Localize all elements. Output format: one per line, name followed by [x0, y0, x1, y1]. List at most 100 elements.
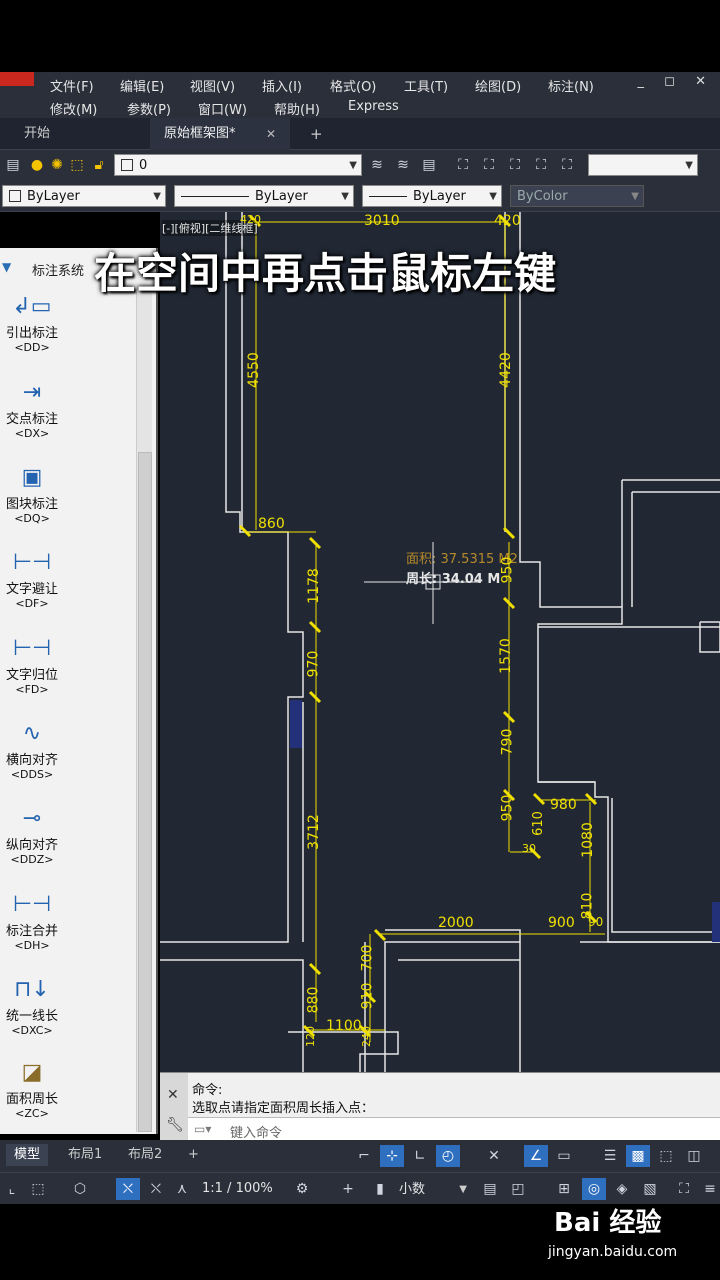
palette-item-uniform-line[interactable]: ⊓↓ 统一线长 <DXC> — [0, 973, 64, 1037]
collapse-icon[interactable]: ▼ — [2, 260, 12, 274]
prompt-icon[interactable]: ▭▾ — [194, 1122, 212, 1136]
menu-file[interactable]: 文件(F) — [50, 80, 94, 95]
ucs-icon[interactable]: ⌞ — [8, 1181, 16, 1197]
tab-model[interactable]: 模型 — [6, 1144, 49, 1166]
menu-dimension[interactable]: 标注(N) — [548, 80, 594, 95]
palette-item-cmd: <DX> — [14, 427, 50, 440]
layer-previous-icon[interactable]: ▤ — [422, 157, 436, 173]
palette-item-area-perimeter[interactable]: ◪ 面积周长 <ZC> — [0, 1056, 64, 1120]
units-dropdown[interactable]: 小数 ▼ — [392, 1178, 472, 1200]
view-dropdown[interactable]: ▼ — [588, 154, 698, 176]
app-logo-icon[interactable] — [0, 72, 34, 86]
auto-scale-icon[interactable]: ⛌ — [150, 1181, 162, 1197]
palette-item-cmd: <FD> — [15, 683, 49, 696]
menu-icon[interactable]: ≡ — [704, 1181, 716, 1197]
clean-screen-icon[interactable]: ◈ — [616, 1181, 628, 1197]
text-home-icon: ⊢⊣ — [12, 636, 52, 661]
lock-ui-icon[interactable]: ◰ — [511, 1181, 525, 1197]
tab-layout2[interactable]: 布局2 — [128, 1147, 163, 1162]
palette-item-text-avoid[interactable]: ⊢⊣ 文字避让 <DF> — [0, 546, 64, 610]
bulb-icon[interactable]: ● — [30, 157, 44, 173]
menu-view[interactable]: 视图(V) — [190, 80, 236, 95]
palette-item-cmd: <DD> — [14, 341, 50, 354]
drawing-canvas[interactable]: [-][俯视][二维线框] 面积: 37.5315 M2 周长: 34.04 M… — [160, 212, 720, 1072]
close-icon[interactable]: ✕ — [167, 1087, 179, 1103]
layer-dropdown[interactable]: 0 ▼ — [114, 154, 362, 176]
palette-scrollbar[interactable] — [136, 292, 152, 1132]
freeze-icon[interactable]: ⬚ — [70, 157, 84, 173]
units-icon[interactable]: ▮ — [376, 1181, 384, 1197]
color-dropdown[interactable]: ByLayer ▼ — [2, 185, 166, 207]
scale-readout[interactable]: 1:1 / 100% — [202, 1181, 273, 1196]
tab-layout1[interactable]: 布局1 — [68, 1147, 103, 1162]
zoom-previous-icon[interactable]: ⛶ — [510, 157, 520, 173]
add-tab-button[interactable]: + — [310, 125, 323, 143]
menu-express[interactable]: Express — [348, 99, 399, 114]
zoom-extents-icon[interactable]: ⛶ — [484, 157, 494, 173]
zoom-all-icon[interactable]: ⛶ — [536, 157, 546, 173]
add-layout-button[interactable]: + — [188, 1147, 199, 1162]
image-icon[interactable]: ▧ — [643, 1181, 657, 1197]
menu-insert[interactable]: 插入(I) — [262, 80, 302, 95]
menu-draw[interactable]: 绘图(D) — [475, 80, 522, 95]
window-controls[interactable]: _ ◻ ✕ — [637, 74, 714, 89]
polar-icon[interactable]: ◴ — [436, 1145, 460, 1167]
menu-format[interactable]: 格式(O) — [330, 80, 377, 95]
fullscreen-icon[interactable]: ⛶ — [679, 1181, 689, 1197]
document-tabs: 开始 原始框架图* ✕ + — [0, 118, 720, 150]
palette-item-block[interactable]: ▣ 图块标注 <DQ> — [0, 461, 64, 525]
ortho-icon[interactable]: ∟ — [414, 1148, 426, 1164]
wrench-icon[interactable]: 🔧︎ — [166, 1117, 184, 1133]
menu-window[interactable]: 窗口(W) — [198, 103, 247, 118]
otrack-icon[interactable]: ∠ — [524, 1145, 548, 1167]
workspace-icon[interactable]: ⬡ — [73, 1181, 87, 1197]
menu-tools[interactable]: 工具(T) — [404, 80, 449, 95]
annotation-visibility-icon[interactable]: ⬚ — [31, 1181, 45, 1197]
zoom-window-icon[interactable]: ⛶ — [458, 157, 468, 173]
make-current-icon[interactable]: ≋ — [371, 157, 383, 173]
tab-drawing[interactable]: 原始框架图* ✕ — [150, 118, 290, 150]
grid-snap-icon[interactable]: ⌐ — [358, 1148, 370, 1164]
palette-item-v-align[interactable]: ⊸ 纵向对齐 <DDZ> — [0, 802, 64, 866]
snap-icon[interactable]: ⊹ — [380, 1145, 404, 1167]
sun-icon[interactable]: ✺ — [51, 157, 63, 173]
command-input[interactable]: ▭▾ 键入命令 — [188, 1117, 720, 1141]
plus-icon[interactable]: + — [342, 1181, 354, 1197]
palette-item-merge[interactable]: ⊢⊣ 标注合并 <DH> — [0, 888, 64, 952]
quick-properties-icon[interactable]: ▤ — [483, 1181, 497, 1197]
palette-item-label: 面积周长 — [5, 1092, 58, 1107]
tab-start[interactable]: 开始 — [24, 126, 51, 141]
lock-icon[interactable]: 🔓︎ — [94, 157, 104, 173]
properties-toolbar: ByLayer ▼ ByLayer ▼ ByLayer ▼ ByColor ▼ — [0, 180, 720, 212]
osnap-icon[interactable]: ✕ — [488, 1148, 500, 1164]
palette-header[interactable]: ▼ 标注系统 — [0, 248, 158, 286]
layer-manager-icon[interactable]: ▤ — [6, 157, 20, 173]
palette-item-leader[interactable]: ↲▭ 引出标注 <DD> — [0, 290, 64, 354]
lineweight-icon[interactable]: ☰ — [603, 1148, 617, 1164]
lineweight-dropdown[interactable]: ByLayer ▼ — [362, 185, 502, 207]
scrollbar-thumb[interactable] — [138, 452, 152, 1132]
viewport-label[interactable]: [-][俯视][二维线框] — [162, 220, 258, 236]
menu-help[interactable]: 帮助(H) — [274, 103, 320, 118]
selection-cycle-icon[interactable]: ⬚ — [659, 1148, 673, 1164]
match-layer-icon[interactable]: ≋ — [397, 157, 409, 173]
isolate-icon[interactable]: ⊞ — [558, 1181, 570, 1197]
palette-item-intersection[interactable]: ⇥ 交点标注 <DX> — [0, 376, 64, 440]
palette-item-h-align[interactable]: ∿ 横向对齐 <DDS> — [0, 717, 64, 781]
annotation-scale-icon[interactable]: ⛌ — [116, 1178, 140, 1200]
menu-params[interactable]: 参数(P) — [127, 103, 171, 118]
3d-osnap-icon[interactable]: ◫ — [687, 1148, 701, 1164]
menu-edit[interactable]: 编辑(E) — [120, 80, 165, 95]
command-side-handle[interactable]: ✕ 🔧︎ — [160, 1073, 188, 1141]
annotation-icon[interactable]: ⋏ — [176, 1181, 188, 1197]
dyn-input-icon[interactable]: ▭ — [557, 1148, 571, 1164]
gear-icon[interactable]: ⚙ — [295, 1181, 309, 1197]
close-icon[interactable]: ✕ — [265, 127, 276, 141]
plotstyle-dropdown[interactable]: ByColor ▼ — [510, 185, 644, 207]
palette-item-text-home[interactable]: ⊢⊣ 文字归位 <FD> — [0, 632, 64, 696]
transparency-icon[interactable]: ▩ — [626, 1145, 650, 1167]
zoom-object-icon[interactable]: ⛶ — [562, 157, 572, 173]
menu-modify[interactable]: 修改(M) — [50, 103, 98, 118]
hardware-accel-icon[interactable]: ◎ — [582, 1178, 606, 1200]
linetype-dropdown[interactable]: ByLayer ▼ — [174, 185, 354, 207]
